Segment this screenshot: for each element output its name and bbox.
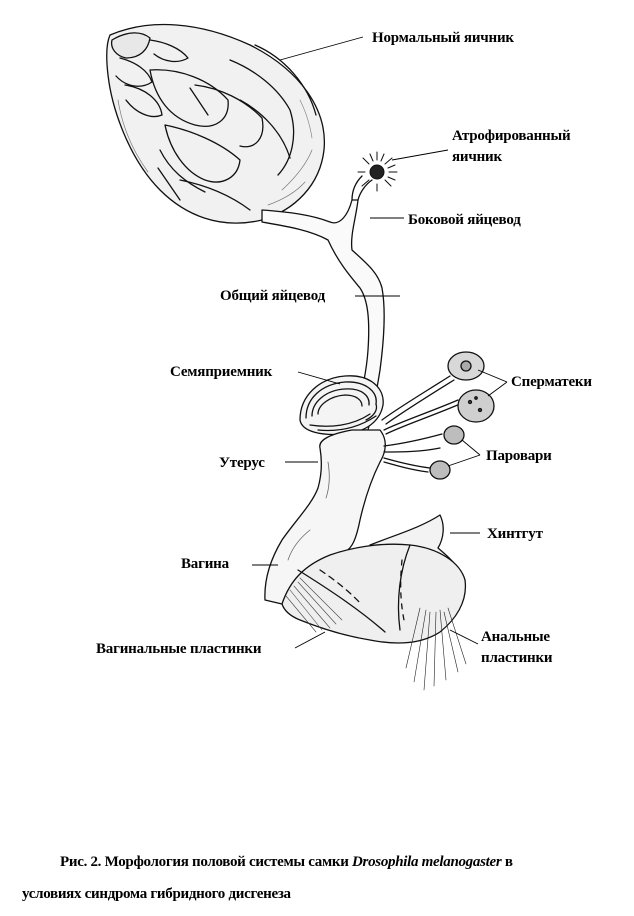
caption-suffix: в — [501, 854, 513, 870]
label-spermathecae: Сперматеки — [511, 374, 592, 390]
figure-caption-line2: условиях синдрома гибридного дисгенеза — [22, 886, 291, 902]
label-common-oviduct: Общий яйцевод — [220, 288, 325, 304]
parovarium-1 — [443, 425, 465, 445]
leader-spermatheca-1 — [477, 369, 508, 383]
spermathecae-ducts-drawing — [381, 375, 461, 473]
leader-normal-ovary — [279, 36, 364, 61]
label-anal-plates-line1: Анальные — [481, 629, 550, 645]
spermatheca-1 — [447, 351, 485, 381]
label-seminal-receptacle: Семяприемник — [170, 364, 273, 380]
label-uterus: Утерус — [219, 455, 265, 471]
caption-prefix: Рис. 2. Морфология половой системы самки — [60, 854, 353, 870]
label-lateral-oviduct: Боковой яйцевод — [408, 212, 521, 228]
leader-vaginal-plates — [294, 631, 326, 649]
caption-species: Drosophila melanogaster — [352, 854, 502, 870]
leader-atrophied-ovary — [391, 149, 449, 161]
spermatheca-2 — [457, 389, 495, 423]
label-parovaria: Паровари — [486, 448, 552, 464]
leader-lines — [252, 36, 508, 649]
leader-spermatheca-2 — [487, 381, 508, 397]
parovarium-2 — [429, 460, 451, 480]
seminal-receptacle-drawing — [299, 375, 384, 436]
label-anal-plates-line2: пластинки — [481, 650, 553, 666]
label-atrophied-ovary-line2: яичник — [452, 149, 502, 165]
genital-plates-drawing — [281, 543, 467, 691]
figure-caption-line1: Рис. 2. Морфология половой системы самки… — [60, 853, 513, 871]
leader-seminal-receptacle — [297, 371, 341, 385]
oviduct-drawing — [261, 175, 385, 431]
leader-parovarium-2 — [447, 454, 481, 467]
label-hindgut: Хинтгут — [487, 526, 543, 542]
label-atrophied-ovary-line1: Атрофированный — [452, 128, 571, 144]
label-vagina: Вагина — [181, 556, 229, 572]
atrophied-ovary-drawing — [357, 151, 398, 192]
label-normal-ovary: Нормальный яичник — [372, 30, 514, 46]
normal-ovary-drawing — [106, 23, 326, 224]
leader-parovarium-1 — [461, 439, 481, 456]
label-vaginal-plates: Вагинальные пластинки — [96, 641, 262, 657]
leader-anal-plates — [449, 629, 479, 645]
